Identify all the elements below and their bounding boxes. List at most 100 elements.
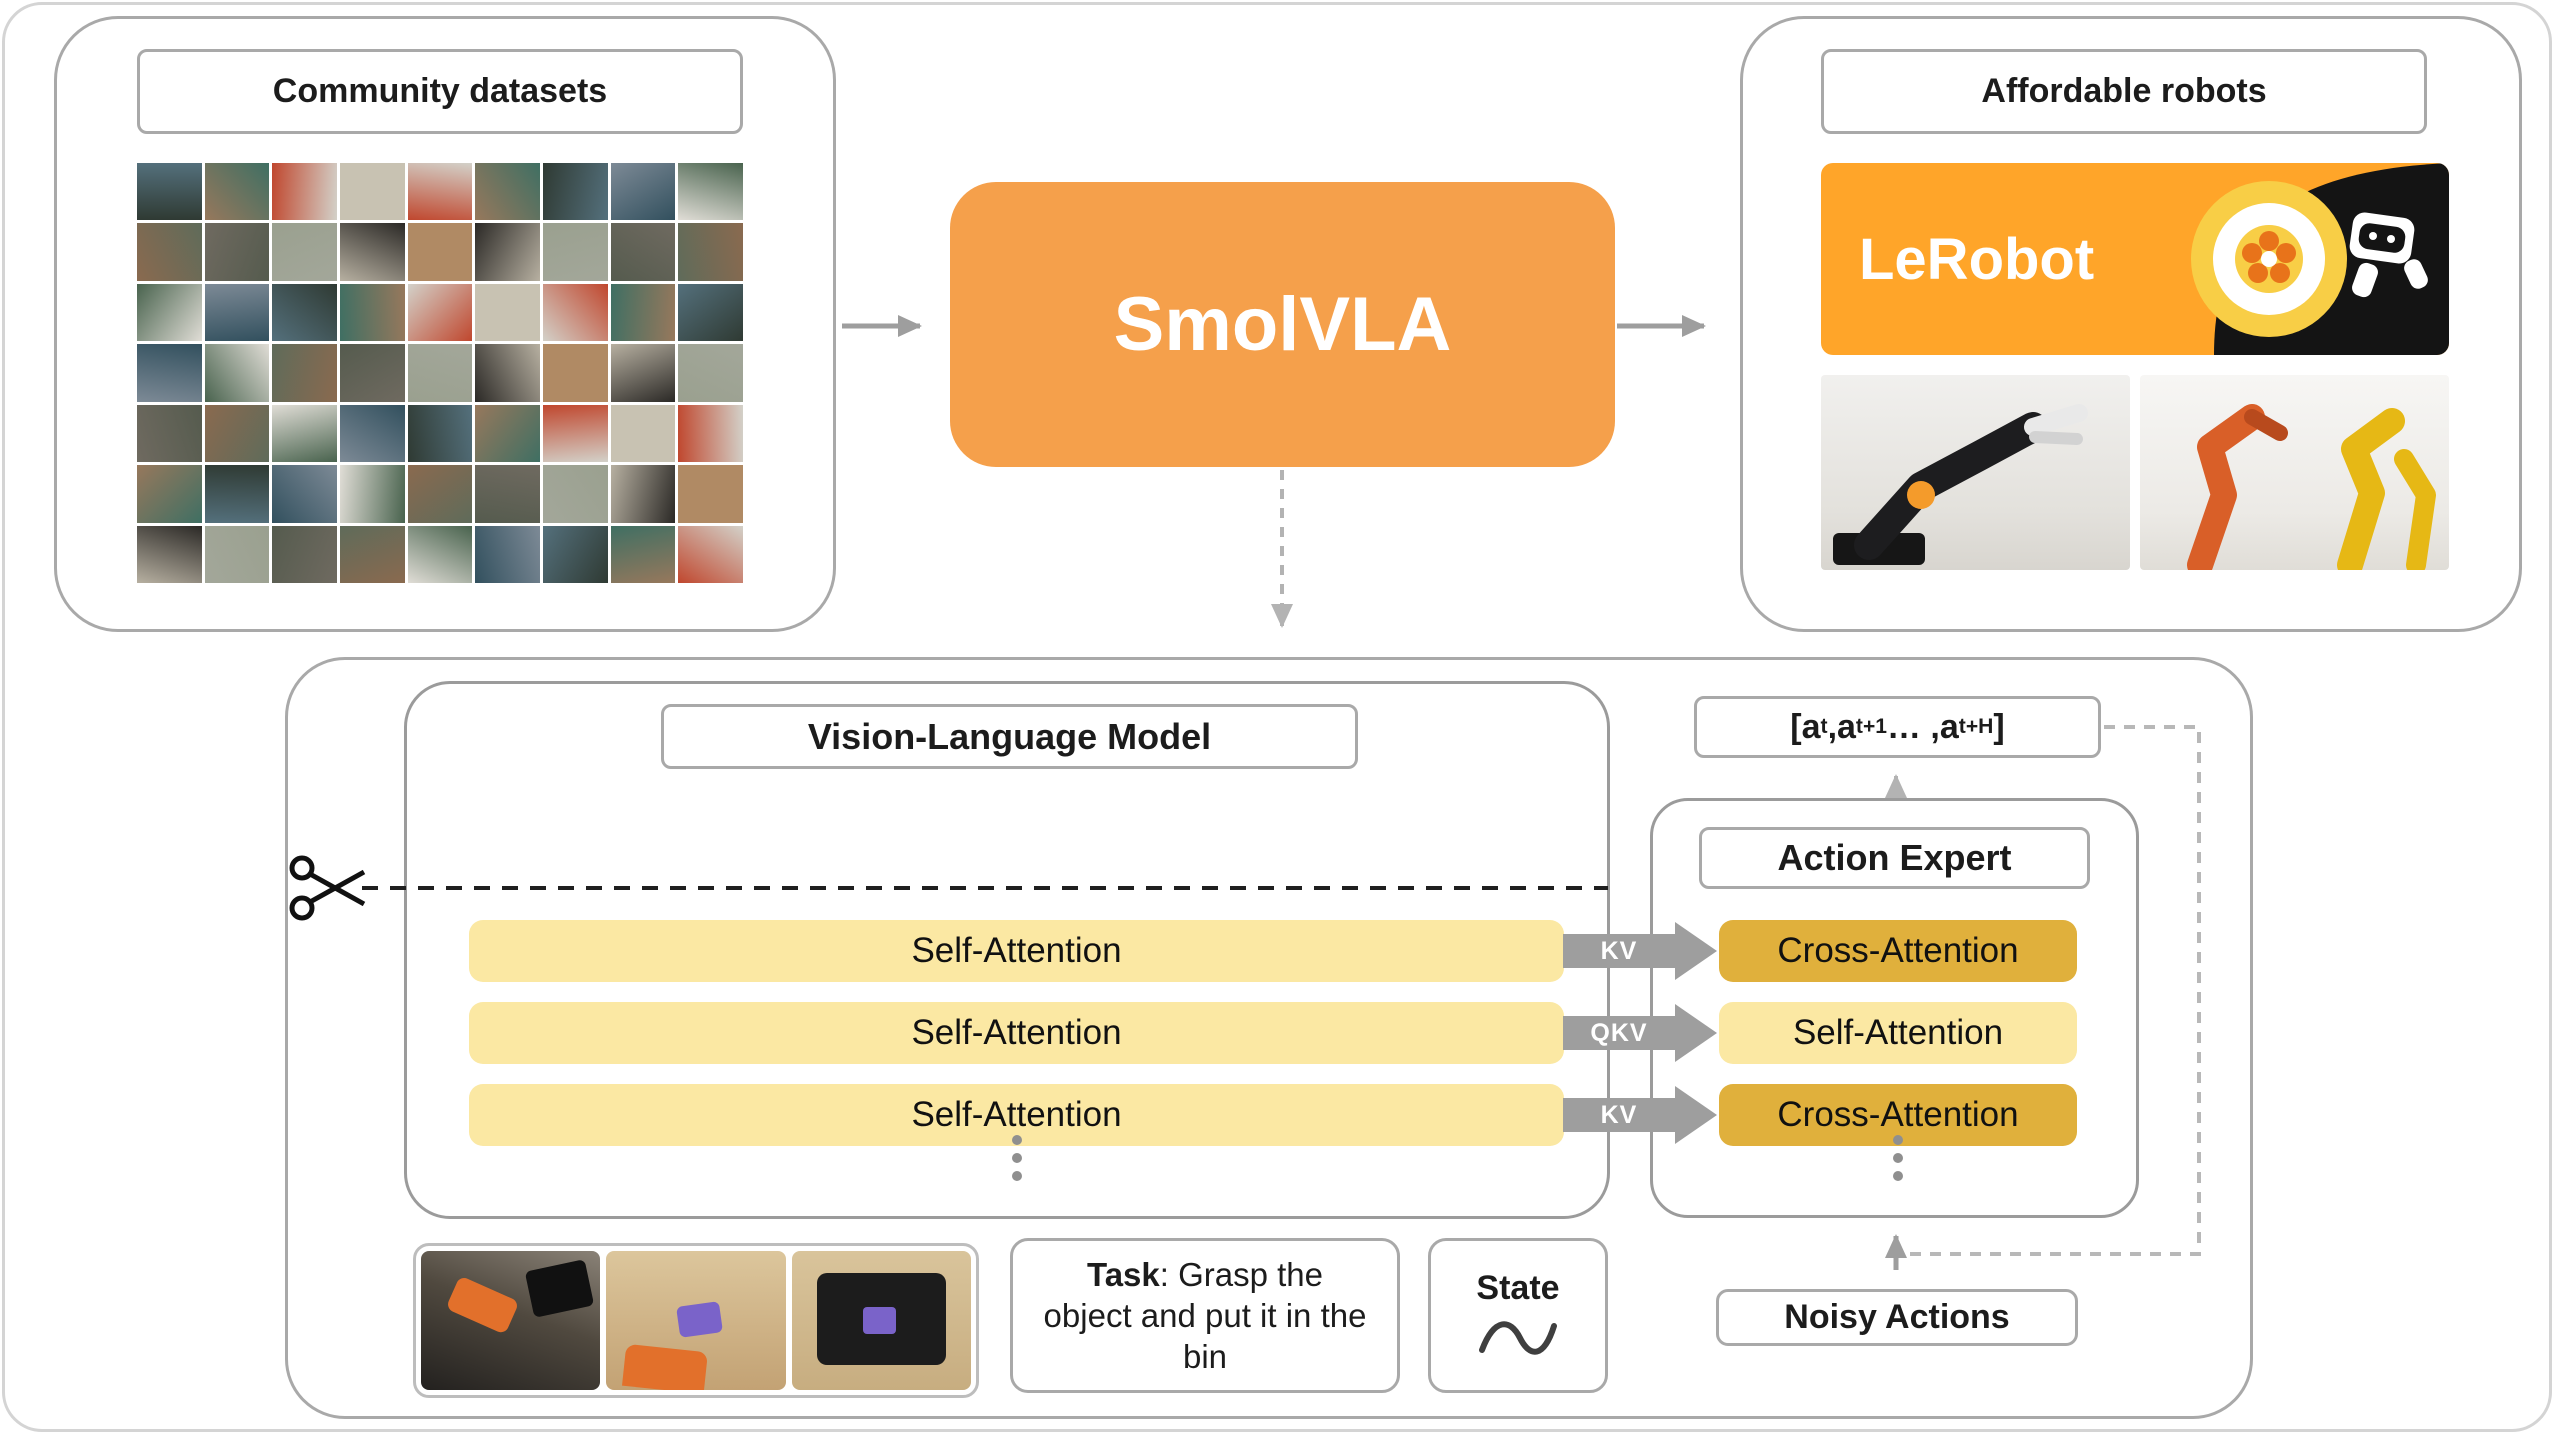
action-expert-title-label: Action Expert [1777,837,2012,878]
affordable-robots-title: Affordable robots [1821,49,2427,134]
dataset-thumbnail [407,344,473,402]
dataset-thumbnail [137,283,202,342]
lerobot-banner: LeRobot [1821,163,2449,355]
expert-ellipsis-dots [1883,1135,1913,1181]
dataset-thumbnail [407,283,473,342]
task-box: Task: Grasp the object and put it in the… [1010,1238,1400,1393]
dataset-thumbnail [339,525,405,583]
camera-frame-object [606,1251,786,1390]
dataset-thumbnail [272,163,337,221]
state-box: State [1428,1238,1608,1393]
dataset-thumbnail [542,465,608,523]
kv-arrow-2: KV [1563,1086,1717,1144]
dataset-thumbnail [272,283,337,342]
dataset-thumbnail [475,344,540,402]
dataset-thumbnail [137,465,202,523]
kv-arrow-1-label: KV [1563,934,1675,968]
dataset-thumbnail [610,223,676,281]
dataset-thumbnail [678,404,743,463]
dataset-mosaic [137,163,743,583]
dataset-thumbnail [610,525,676,583]
community-datasets-title-label: Community datasets [272,72,608,110]
qkv-arrow: QKV [1563,1004,1717,1062]
vlm-title-label: Vision-Language Model [807,715,1212,757]
dataset-thumbnail [678,163,743,221]
dataset-thumbnail [137,525,202,583]
dataset-thumbnail [339,223,405,281]
dataset-thumbnail [678,283,743,342]
community-datasets-title: Community datasets [137,49,743,134]
camera-frame-gripper [421,1251,601,1390]
vlm-self-attention-layer-1: Self-Attention [469,920,1564,982]
dataset-thumbnail [272,404,337,463]
dataset-thumbnail [137,344,202,402]
chunk-text: ] [1993,707,2005,746]
task-instruction: : Grasp the object and put it in the bin [1043,1255,1367,1376]
dataset-thumbnail [542,344,608,402]
chunk-text: [a [1790,707,1821,746]
robot-photo-black-arm [1821,375,2130,570]
dataset-thumbnail [542,404,608,463]
state-label: State [1476,1269,1560,1307]
chunk-text: … ,a [1886,707,1959,746]
orange-yellow-arms-illustration [2187,404,2436,570]
qkv-arrow-label: QKV [1563,1016,1675,1050]
kv-arrow-2-label: KV [1563,1098,1675,1132]
dataset-thumbnail [542,163,608,221]
dataset-thumbnail [137,223,202,281]
dataset-thumbnail [272,525,337,583]
dataset-thumbnail [678,465,743,523]
arrow-head-icon [1675,1004,1717,1062]
lerobot-mascot [2191,163,2449,355]
sine-wave-icon [1479,1321,1557,1355]
dataset-thumbnail [542,525,608,583]
dataset-thumbnail [610,283,676,342]
dataset-thumbnail [204,404,270,463]
vlm-self-attention-layer-2: Self-Attention [469,1002,1564,1064]
lerobot-logo-text: LeRobot [1859,226,2095,292]
robot-photo-orange-yellow-arms [2140,375,2449,570]
camera-frames [413,1243,979,1398]
dataset-thumbnail [272,223,337,281]
dataset-thumbnail [137,404,202,463]
chunk-sub: t [1820,715,1828,738]
dataset-thumbnail [204,525,270,583]
dataset-thumbnail [407,525,473,583]
dataset-thumbnail [407,163,473,221]
dataset-thumbnail [678,344,743,402]
smolvla-block: SmolVLA [950,182,1615,467]
chunk-text: ,a [1827,707,1856,746]
task-text: Task: Grasp the object and put it in the… [1039,1254,1371,1378]
dataset-thumbnail [475,404,540,463]
dataset-thumbnail [475,283,540,342]
dataset-thumbnail [204,283,270,342]
dataset-thumbnail [339,344,405,402]
black-robot-arm-illustration [1833,404,2088,565]
dataset-thumbnail [475,163,540,221]
camera-frame-bin [791,1251,971,1390]
dataset-thumbnail [407,465,473,523]
dataset-thumbnail [204,465,270,523]
dataset-thumbnail [272,344,337,402]
arrow-head-icon [1675,922,1717,980]
smolvla-label: SmolVLA [1113,282,1452,367]
dataset-thumbnail [475,465,540,523]
dataset-thumbnail [339,163,405,221]
chunk-sub: t+H [1958,715,1994,738]
vlm-title: Vision-Language Model [661,704,1358,769]
dataset-thumbnail [339,465,405,523]
robot-photos [1821,375,2449,570]
dataset-thumbnail [407,404,473,463]
dataset-thumbnail [272,465,337,523]
dataset-thumbnail [610,404,676,463]
dataset-thumbnail [610,344,676,402]
dataset-thumbnail [542,283,608,342]
chunk-sub: t+1 [1855,715,1887,738]
expert-cross-attention-layer-1: Cross-Attention [1719,920,2077,982]
dataset-thumbnail [475,525,540,583]
dataset-thumbnail [610,163,676,221]
dataset-thumbnail [678,223,743,281]
dataset-thumbnail [137,163,202,221]
